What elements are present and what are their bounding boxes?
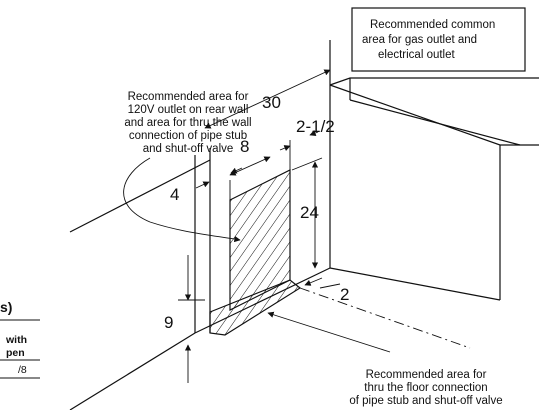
svg-text:Recommended area for: Recommended area for (128, 91, 249, 103)
gas-electrical-callout: Recommended common area for gas outlet a… (351, 7, 526, 72)
floor-leaders (267, 287, 471, 353)
floor-callout: Recommended area for thru the floor conn… (349, 369, 502, 407)
svg-text:120V outlet on rear wall: 120V outlet on rear wall (128, 104, 249, 116)
svg-text:and area for thru the wall: and area for thru the wall (124, 117, 251, 129)
svg-text:4: 4 (170, 185, 179, 204)
floor-area (209, 279, 302, 336)
svg-text:Recommended area for: Recommended area for (366, 369, 487, 381)
svg-text:Recommended common: Recommended common (370, 19, 495, 31)
dimension-9: 9 (164, 255, 205, 383)
svg-text:electrical outlet: electrical outlet (378, 49, 456, 61)
cabinet (329, 77, 539, 301)
dimension-2-1-2: 2-1/2 (279, 117, 335, 170)
rear-wall-callout: Recommended area for 120V outlet on rear… (124, 91, 251, 155)
dimension-30: 30 (204, 69, 331, 129)
svg-text:2-1/2: 2-1/2 (296, 117, 335, 136)
svg-text:area for gas outlet and: area for gas outlet and (362, 34, 477, 46)
svg-text:of pipe stub and shut-off valv: of pipe stub and shut-off valve (349, 395, 502, 407)
left-edge-fragments: s) with pen /8 (0, 299, 40, 379)
svg-text:9: 9 (164, 313, 173, 332)
svg-text:/8: /8 (18, 364, 27, 376)
svg-text:with: with (5, 334, 27, 346)
svg-text:thru the floor connection: thru the floor connection (364, 382, 487, 394)
wall-floor-edges (69, 148, 331, 410)
dimension-24: 24 (291, 157, 323, 269)
svg-text:30: 30 (262, 93, 281, 112)
svg-text:s): s) (0, 299, 12, 315)
svg-text:24: 24 (300, 203, 319, 222)
rear-wall-leader (123, 157, 241, 243)
svg-text:8: 8 (240, 137, 249, 156)
dimension-2: 2 (304, 277, 349, 304)
svg-text:connection of pipe stub: connection of pipe stub (129, 130, 247, 142)
svg-text:pen: pen (6, 347, 25, 359)
dimension-4: 4 (170, 167, 243, 204)
svg-text:2: 2 (340, 285, 349, 304)
svg-text:and shut-off valve: and shut-off valve (143, 143, 234, 155)
